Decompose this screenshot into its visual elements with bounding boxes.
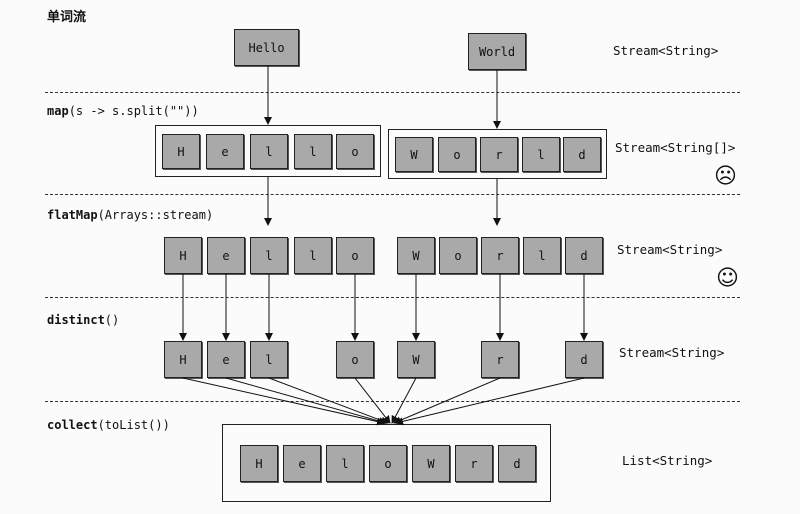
- op-distinct-name: distinct: [47, 313, 105, 327]
- arrow: [182, 377, 385, 426]
- array-group-world: [388, 129, 607, 179]
- char-cell: l: [250, 341, 288, 378]
- op-flatmap-name: flatMap: [47, 208, 98, 222]
- char-cell: e: [207, 341, 245, 378]
- arrow: [225, 377, 387, 425]
- char-cell: H: [164, 341, 202, 378]
- char-cell: d: [565, 341, 603, 378]
- op-distinct-args: (): [104, 313, 120, 327]
- op-flatmap-label: flatMap(Arrays::stream): [47, 208, 213, 222]
- type-label-arrays: Stream<String[]>: [615, 140, 736, 155]
- type-label-words: Stream<String>: [613, 43, 719, 58]
- op-flatmap-args: (Arrays::stream): [97, 208, 214, 222]
- char-cell: o: [336, 134, 374, 169]
- word-box-world: World: [468, 33, 526, 70]
- char-cell: W: [397, 237, 435, 274]
- type-label-list: List<String>: [622, 453, 713, 468]
- char-cell: e: [206, 134, 244, 169]
- char-cell: o: [336, 237, 374, 274]
- op-map-label: map(s -> s.split("")): [47, 104, 199, 118]
- char-cell: d: [563, 137, 601, 172]
- char-cell: r: [455, 445, 493, 482]
- op-collect-args: (toList()): [97, 418, 170, 432]
- stage-divider: [45, 297, 740, 298]
- char-cell: l: [294, 134, 332, 169]
- stage-divider: [45, 401, 740, 402]
- op-collect-label: collect(toList()): [47, 418, 170, 432]
- stage-divider: [45, 92, 740, 93]
- word-box-hello: Hello: [234, 29, 299, 66]
- char-cell: W: [397, 341, 435, 378]
- op-map-name: map: [47, 104, 69, 118]
- arrow: [395, 377, 585, 426]
- char-cell: H: [162, 134, 200, 169]
- arrow: [354, 377, 391, 424]
- char-cell: W: [412, 445, 450, 482]
- char-cell: e: [207, 237, 245, 274]
- char-cell: l: [294, 237, 332, 274]
- char-cell: l: [250, 237, 288, 274]
- happy-face-icon: ☺: [716, 266, 739, 291]
- char-cell: r: [481, 237, 519, 274]
- char-cell: d: [565, 237, 603, 274]
- diagram-title: 单词流: [47, 10, 87, 25]
- array-group-hello: [155, 125, 381, 177]
- char-cell: l: [522, 137, 560, 172]
- char-cell: r: [481, 341, 519, 378]
- type-label-chars: Stream<String>: [617, 242, 723, 257]
- char-cell: o: [369, 445, 407, 482]
- char-cell: l: [523, 237, 561, 274]
- char-cell: H: [240, 445, 278, 482]
- arrow: [393, 377, 501, 424]
- char-cell: o: [336, 341, 374, 378]
- type-label-distinct: Stream<String>: [619, 345, 725, 360]
- char-cell: o: [439, 237, 477, 274]
- op-distinct-label: distinct(): [47, 313, 119, 327]
- char-cell: W: [395, 137, 433, 172]
- char-cell: o: [438, 137, 476, 172]
- char-cell: d: [498, 445, 536, 482]
- arrow: [268, 377, 389, 425]
- char-cell: e: [283, 445, 321, 482]
- char-cell: l: [326, 445, 364, 482]
- op-map-args: (s -> s.split("")): [68, 104, 199, 118]
- char-cell: r: [480, 137, 518, 172]
- sad-face-icon: ☹: [714, 164, 737, 189]
- char-cell: l: [250, 134, 288, 169]
- char-cell: H: [164, 237, 202, 274]
- stage-divider: [45, 194, 740, 195]
- op-collect-name: collect: [47, 418, 98, 432]
- arrow: [391, 377, 417, 424]
